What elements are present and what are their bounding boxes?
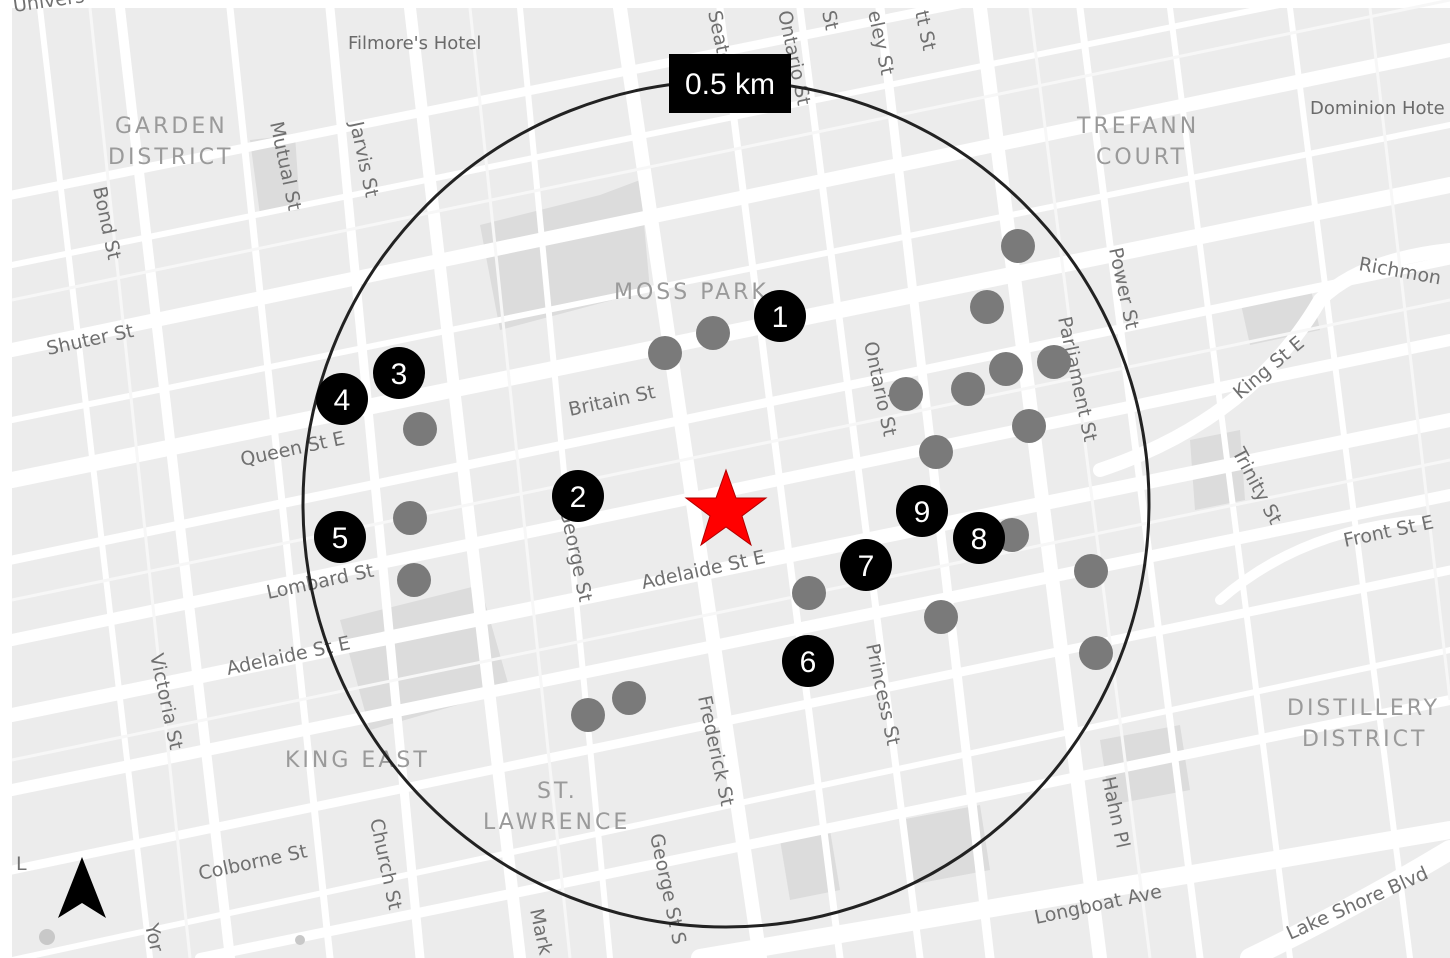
gray-marker[interactable]	[919, 435, 953, 469]
marker-number: 7	[858, 550, 875, 583]
gray-marker[interactable]	[889, 377, 923, 411]
gray-marker[interactable]	[393, 501, 427, 535]
place-label: Filmore's Hotel	[348, 33, 481, 54]
district-labels: GARDEN DISTRICT TREFANN COURT MOSS PARK …	[108, 114, 1440, 835]
marker-dot	[896, 485, 948, 537]
marker-number: 5	[332, 522, 349, 555]
marker-number: 1	[772, 301, 789, 334]
district-label: COURT	[1096, 145, 1187, 170]
numbered-marker-3[interactable]: 3	[373, 347, 425, 399]
marker-dot	[552, 470, 604, 522]
district-label: DISTRICT	[108, 145, 233, 170]
numbered-marker-4[interactable]: 4	[316, 373, 368, 425]
marker-dot	[316, 373, 368, 425]
north-arrow-icon	[58, 857, 106, 918]
gray-marker[interactable]	[1074, 554, 1108, 588]
district-label: LAWRENCE	[483, 810, 630, 835]
gray-marker[interactable]	[648, 336, 682, 370]
marker-number: 8	[971, 523, 988, 556]
numbered-markers: 1 2 3 4 5 6 7 8	[314, 290, 1005, 687]
gray-marker[interactable]	[970, 290, 1004, 324]
marker-dot	[840, 539, 892, 591]
gray-marker[interactable]	[989, 352, 1023, 386]
marker-number: 4	[334, 384, 351, 417]
numbered-marker-1[interactable]: 1	[754, 290, 806, 342]
street-label: St	[817, 8, 843, 32]
gray-marker[interactable]	[696, 316, 730, 350]
gray-marker[interactable]	[571, 698, 605, 732]
gray-marker[interactable]	[1037, 345, 1071, 379]
numbered-marker-5[interactable]: 5	[314, 511, 366, 563]
marker-dot	[373, 347, 425, 399]
numbered-marker-9[interactable]: 9	[896, 485, 948, 537]
district-label: ST.	[537, 779, 578, 804]
minor-roads	[11, 0, 1450, 958]
numbered-marker-2[interactable]: 2	[552, 470, 604, 522]
district-label: DISTRICT	[1302, 727, 1427, 752]
gray-marker[interactable]	[612, 681, 646, 715]
marker-number: 9	[914, 496, 931, 529]
gray-marker[interactable]	[792, 576, 826, 610]
marker-number: 6	[800, 646, 817, 679]
gray-marker[interactable]	[403, 412, 437, 446]
marker-number: 3	[391, 358, 408, 391]
marker-dot	[953, 512, 1005, 564]
star-icon[interactable]	[684, 468, 768, 547]
gray-marker[interactable]	[1012, 409, 1046, 443]
gray-markers	[393, 229, 1113, 732]
marker-dot	[314, 511, 366, 563]
numbered-marker-7[interactable]: 7	[840, 539, 892, 591]
map-dot	[39, 929, 55, 945]
district-label: KING EAST	[285, 748, 430, 773]
gray-marker[interactable]	[397, 563, 431, 597]
scale-label-box	[669, 54, 791, 113]
place-label: Dominion Hote	[1310, 98, 1445, 119]
scale-label-text: 0.5 km	[685, 68, 775, 101]
gray-marker[interactable]	[1079, 636, 1113, 670]
numbered-marker-6[interactable]: 6	[782, 635, 834, 687]
street-label: L	[16, 853, 27, 875]
gray-marker[interactable]	[951, 372, 985, 406]
map-edge-top	[0, 0, 1450, 8]
district-label: GARDEN	[115, 114, 228, 139]
marker-dot	[782, 635, 834, 687]
roads	[4, 0, 1450, 958]
marker-dot	[754, 290, 806, 342]
scale-label: 0.5 km	[669, 54, 791, 113]
marker-number: 2	[570, 481, 587, 514]
gray-marker[interactable]	[924, 600, 958, 634]
district-label: MOSS PARK	[614, 280, 769, 305]
gray-marker[interactable]	[1001, 229, 1035, 263]
district-label: TREFANN	[1076, 114, 1199, 139]
district-label: DISTILLERY	[1287, 696, 1440, 721]
map-dot	[295, 935, 305, 945]
numbered-marker-8[interactable]: 8	[953, 512, 1005, 564]
